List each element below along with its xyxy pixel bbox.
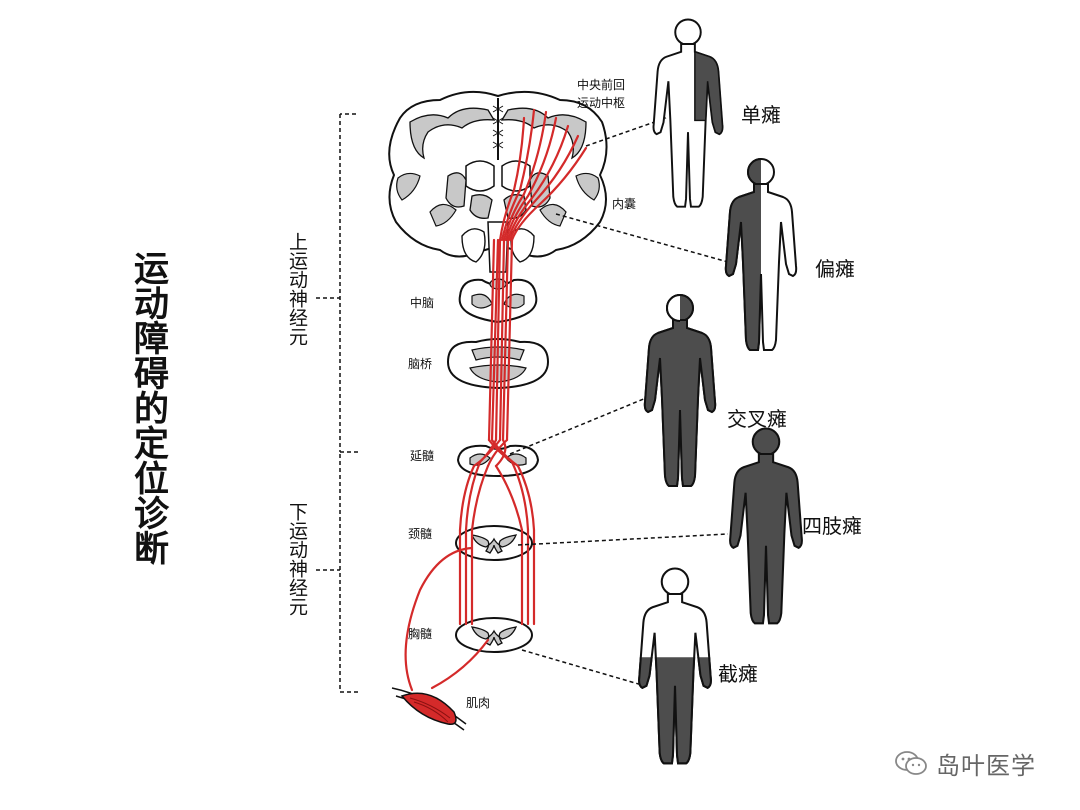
lower-motor-neuron-label: 下运动神经元 — [286, 502, 308, 616]
label-thoracic: 胸髓 — [408, 626, 432, 641]
label-muscle: 肌肉 — [466, 696, 490, 710]
label-internal-capsule: 内囊 — [612, 196, 636, 211]
figure-crossed-paralysis — [643, 294, 717, 487]
upper-bracket — [316, 113, 358, 453]
motor-tracts — [404, 108, 588, 692]
label-hemiplegia: 偏瘫 — [815, 257, 855, 281]
lower-bracket — [316, 454, 358, 693]
cervical-cord-section — [455, 525, 533, 561]
leader-lines — [509, 117, 729, 686]
watermark: 岛叶医学 — [894, 747, 1036, 780]
diagram-title: 运动障碍的定位诊断 — [128, 250, 168, 565]
figure-quadriplegia — [729, 427, 803, 625]
label-pons: 脑桥 — [408, 357, 432, 371]
label-precentral-1: 中央前回 — [577, 77, 625, 92]
upper-motor-neuron-label: 上运动神经元 — [286, 232, 308, 346]
label-midbrain: 中脑 — [410, 295, 434, 310]
label-precentral-2: 运动中枢 — [577, 95, 625, 110]
label-quadriplegia: 四肢瘫 — [802, 514, 862, 538]
figure-monoplegia — [652, 18, 724, 208]
label-paraplegia: 截瘫 — [718, 662, 758, 686]
watermark-text: 岛叶医学 — [936, 751, 1036, 780]
label-crossed-paralysis: 交叉瘫 — [727, 407, 787, 431]
thoracic-cord-section — [455, 617, 533, 653]
chat-bubble-icon — [895, 751, 927, 775]
muscle — [391, 687, 467, 731]
label-monoplegia: 单瘫 — [741, 103, 781, 127]
label-medulla: 延髓 — [410, 449, 434, 463]
figure-paraplegia — [638, 567, 712, 765]
label-cervical: 颈髓 — [408, 527, 432, 541]
figure-hemiplegia — [724, 158, 798, 351]
